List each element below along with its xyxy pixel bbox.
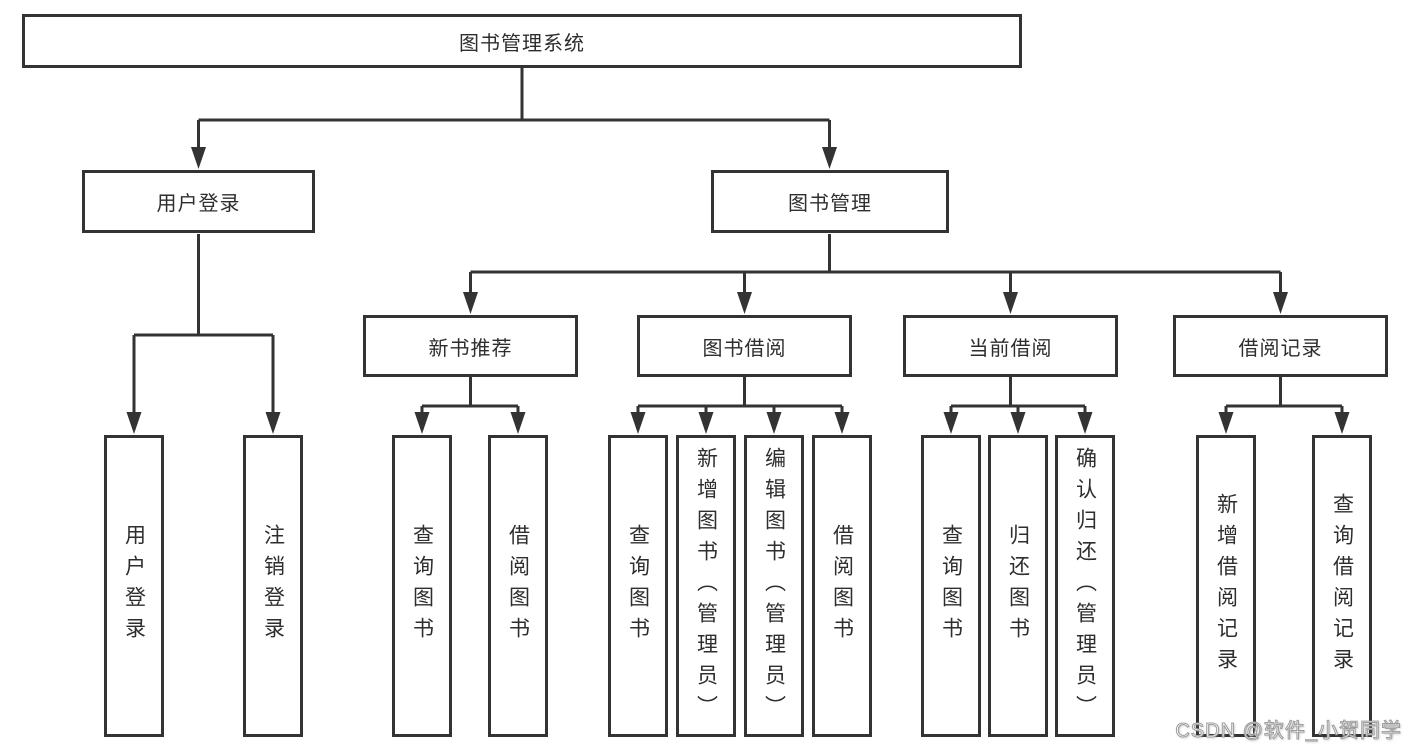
leaf-bb-add-books-admin: 新增图书（管理员） (676, 435, 736, 737)
node-borrow-records-label: 借阅记录 (1238, 337, 1323, 360)
leaf-cb-confirm-return-admin-label: 确认归还（管理员） (1073, 446, 1097, 726)
leaf-nb-query-books: 查询图书 (392, 435, 452, 737)
leaf-br-query-record-label: 查询借阅记录 (1330, 493, 1354, 679)
node-user-login-label: 用户登录 (156, 193, 241, 215)
leaf-cb-confirm-return-admin: 确认归还（管理员） (1055, 435, 1115, 737)
leaf-logout-login: 注销登录 (243, 435, 303, 737)
leaf-cb-return-books-label: 归还图书 (1006, 524, 1030, 648)
leaf-br-query-record: 查询借阅记录 (1312, 435, 1372, 737)
leaf-logout-login-label: 注销登录 (261, 524, 285, 648)
leaf-br-add-record: 新增借阅记录 (1196, 435, 1256, 737)
leaf-bb-borrow-books: 借阅图书 (812, 435, 872, 737)
leaf-nb-borrow-books-label: 借阅图书 (506, 524, 530, 648)
leaf-user-login: 用户登录 (104, 435, 164, 737)
node-borrow-records: 借阅记录 (1173, 315, 1388, 377)
leaf-cb-query-books-label: 查询图书 (939, 524, 963, 648)
node-root: 图书管理系统 (22, 14, 1022, 68)
leaf-bb-borrow-books-label: 借阅图书 (830, 524, 854, 648)
leaf-bb-edit-books-admin: 编辑图书（管理员） (744, 435, 804, 737)
node-root-label: 图书管理系统 (459, 32, 585, 55)
leaf-bb-query-books: 查询图书 (608, 435, 668, 737)
leaf-nb-borrow-books: 借阅图书 (488, 435, 548, 737)
leaf-bb-edit-books-admin-label: 编辑图书（管理员） (762, 446, 786, 726)
leaf-bb-add-books-admin-label: 新增图书（管理员） (694, 446, 718, 726)
node-book-management: 图书管理 (711, 170, 949, 233)
leaf-cb-return-books: 归还图书 (988, 435, 1048, 737)
node-new-book-recommend: 新书推荐 (363, 315, 578, 377)
arrowheads (126, 147, 1350, 434)
leaf-nb-query-books-label: 查询图书 (410, 524, 434, 648)
leaf-bb-query-books-label: 查询图书 (626, 524, 650, 648)
node-book-management-label: 图书管理 (788, 193, 872, 215)
node-user-login: 用户登录 (82, 170, 315, 233)
csdn-watermark: CSDN @软件_小贺同学 (1175, 714, 1402, 743)
leaf-user-login-label: 用户登录 (122, 524, 146, 648)
leaf-br-add-record-label: 新增借阅记录 (1214, 493, 1238, 679)
leaf-cb-query-books: 查询图书 (921, 435, 981, 737)
node-new-book-recommend-label: 新书推荐 (428, 337, 513, 360)
node-current-borrow-label: 当前借阅 (968, 337, 1053, 360)
node-book-borrow: 图书借阅 (637, 315, 852, 377)
csdn-watermark-text: CSDN @软件_小贺同学 (1175, 720, 1402, 743)
node-current-borrow: 当前借阅 (903, 315, 1118, 377)
node-book-borrow-label: 图书借阅 (702, 337, 787, 360)
